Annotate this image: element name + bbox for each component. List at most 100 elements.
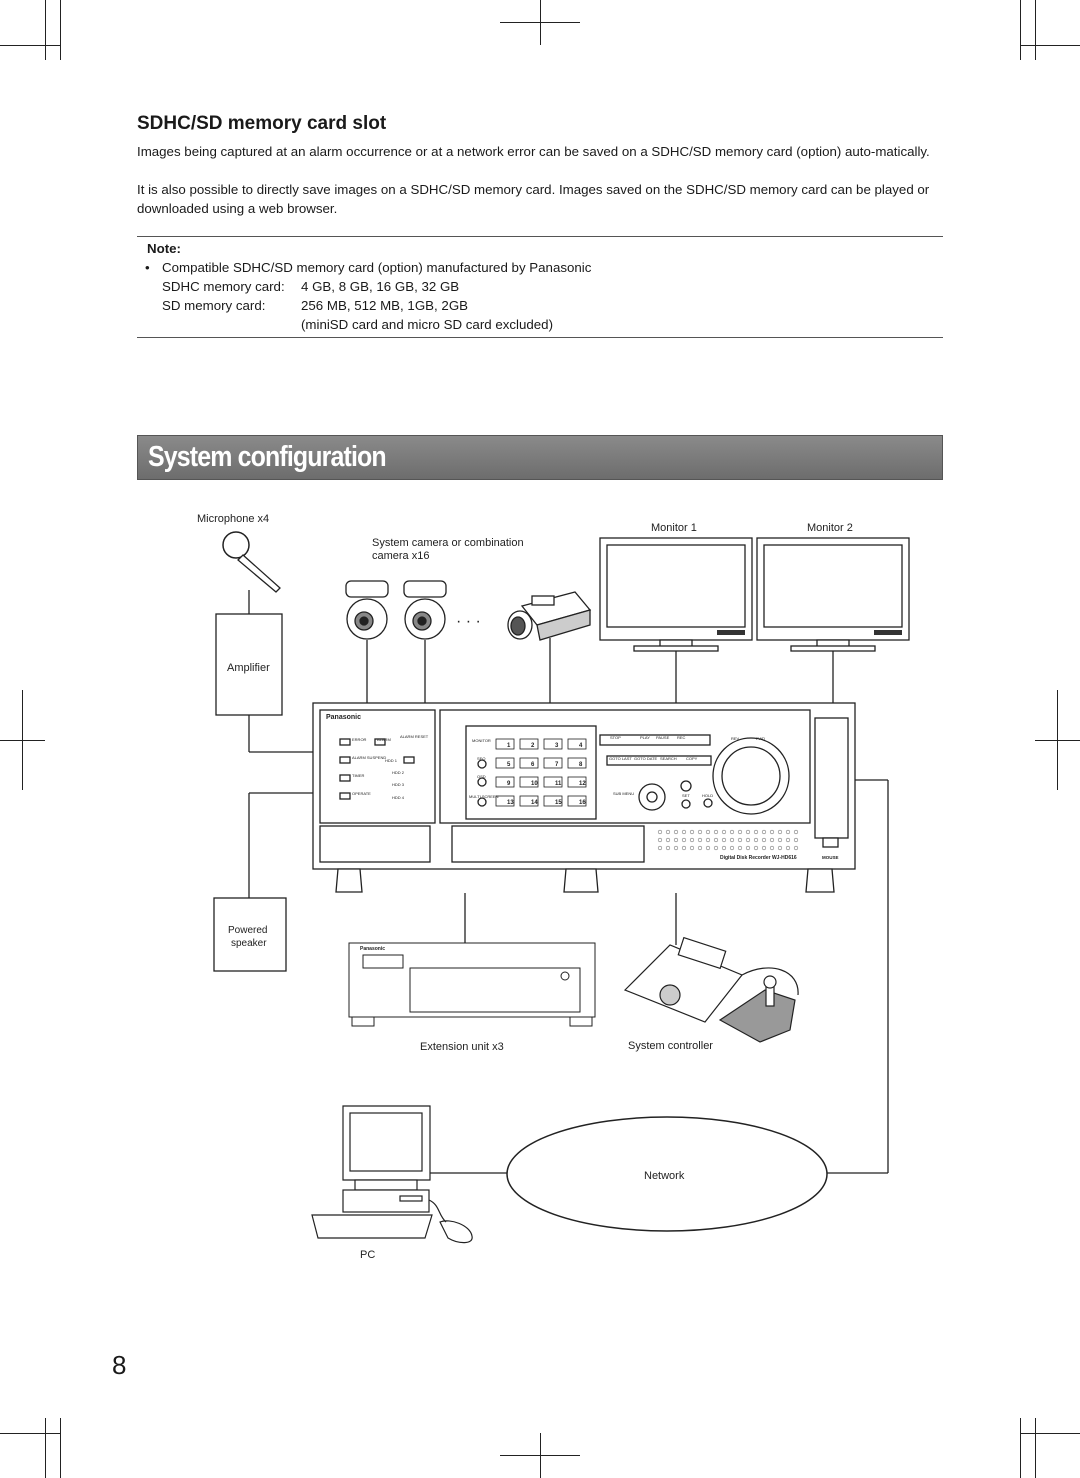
camera-key-label: 7 bbox=[555, 762, 559, 768]
section-title: SDHC/SD memory card slot bbox=[137, 113, 387, 134]
pc-label: PC bbox=[360, 1249, 375, 1261]
crop-mark bbox=[1020, 0, 1021, 60]
alarm-suspend-label: ALARM SUSPEND bbox=[352, 755, 386, 760]
multi-screen-label: MULTI SCREEN bbox=[469, 794, 499, 799]
camera-key-label: 12 bbox=[579, 781, 586, 787]
network-label: Network bbox=[644, 1170, 685, 1182]
camera-key-label: 14 bbox=[531, 800, 538, 806]
goto-date-label: GOTO DATE bbox=[634, 756, 658, 761]
dome-camera-icon bbox=[345, 580, 389, 640]
camera-key-label: 13 bbox=[507, 800, 514, 806]
excluded-note: (miniSD card and micro SD card excluded) bbox=[301, 317, 553, 332]
crop-mark bbox=[45, 1418, 46, 1478]
crop-mark bbox=[0, 1433, 60, 1434]
sdhc-label: SDHC memory card: bbox=[162, 279, 285, 294]
stop-button-label: STOP bbox=[610, 735, 621, 740]
camera-key bbox=[543, 757, 563, 769]
goto-last-label: GOTO LAST bbox=[609, 756, 632, 761]
camera-key-label: 4 bbox=[579, 743, 583, 749]
crop-mark bbox=[1020, 1433, 1080, 1434]
sd-label: SD memory card: bbox=[162, 298, 266, 313]
hdd3-label: HDD 3 bbox=[392, 782, 405, 787]
extension-unit-device bbox=[348, 942, 596, 1027]
camera-key bbox=[543, 795, 563, 807]
camera-key bbox=[495, 795, 515, 807]
seq-label: SEQ bbox=[477, 756, 485, 761]
microphone-icon bbox=[222, 531, 281, 593]
camera-key bbox=[543, 738, 563, 750]
camera-key bbox=[519, 738, 539, 750]
alarm-reset-label: ALARM RESET bbox=[400, 734, 429, 739]
recorder-brand: Panasonic bbox=[326, 714, 361, 721]
camera-key-label: 8 bbox=[579, 762, 583, 768]
crop-mark bbox=[1020, 45, 1080, 46]
crop-mark bbox=[500, 22, 580, 23]
hdd4-label: HDD 4 bbox=[392, 795, 405, 800]
camera-key bbox=[543, 776, 563, 788]
mouse-port-label: MOUSE bbox=[822, 855, 839, 860]
banner-title: System configuration bbox=[148, 441, 387, 473]
search-button-label: SEARCH bbox=[660, 756, 677, 761]
camera-key-label: 6 bbox=[531, 762, 535, 768]
timer-label: TIMER bbox=[352, 773, 365, 778]
camera-key-label: 1 bbox=[507, 743, 511, 749]
hold-button-label: HOLD bbox=[702, 793, 713, 798]
recorder-button-labels: STOP PLAY PAUSE REC GOTO LAST GOTO DATE … bbox=[352, 734, 765, 800]
hdd1-label: HDD 1 bbox=[385, 758, 398, 763]
network-cloud bbox=[506, 1116, 828, 1232]
amplifier-label: Amplifier bbox=[227, 662, 270, 674]
hdd2-label: HDD 2 bbox=[392, 770, 405, 775]
osd-label: OSD bbox=[477, 774, 486, 779]
crop-mark bbox=[1035, 1418, 1036, 1478]
recorder-vent bbox=[657, 829, 799, 851]
more-cameras-dots: · · · bbox=[456, 613, 481, 630]
crop-mark bbox=[60, 0, 61, 60]
camera-key bbox=[495, 738, 515, 750]
camera-key-label: 5 bbox=[507, 762, 511, 768]
amplifier-box bbox=[215, 613, 283, 716]
microphone-label: Microphone x4 bbox=[197, 513, 269, 525]
camera-label-line2: camera x16 bbox=[372, 550, 429, 562]
monitor2-label: Monitor 2 bbox=[807, 522, 853, 534]
camera-key bbox=[567, 757, 587, 769]
copy-button-label: COPY bbox=[686, 756, 698, 761]
crop-mark bbox=[1035, 0, 1036, 60]
extension-brand: Panasonic bbox=[360, 946, 385, 952]
sd-value: 256 MB, 512 MB, 1GB, 2GB bbox=[301, 298, 469, 313]
dome-camera-icon bbox=[403, 580, 447, 640]
pc-icon bbox=[311, 1105, 473, 1244]
box-camera-icon bbox=[507, 591, 592, 641]
crop-mark bbox=[0, 45, 60, 46]
page-number: 8 bbox=[112, 1350, 127, 1380]
monitor1-label: Monitor 1 bbox=[651, 522, 697, 534]
camera-key bbox=[519, 757, 539, 769]
camera-key bbox=[567, 738, 587, 750]
extension-label: Extension unit x3 bbox=[420, 1041, 504, 1053]
camera-key-label: 2 bbox=[531, 743, 535, 749]
camera-key bbox=[567, 795, 587, 807]
crop-mark bbox=[60, 1418, 61, 1478]
note-bullet: • bbox=[145, 260, 150, 275]
camera-key-label: 16 bbox=[579, 800, 586, 806]
fwd-label: FWD bbox=[756, 736, 765, 741]
monitor-icon bbox=[756, 537, 910, 652]
camera-key bbox=[519, 795, 539, 807]
camera-key bbox=[519, 776, 539, 788]
sub-menu-label: SUB MENU bbox=[613, 791, 634, 796]
intro-paragraph: Images being captured at an alarm occurr… bbox=[137, 144, 930, 159]
detail-paragraph: It is also possible to directly save ima… bbox=[137, 182, 930, 216]
recorder-model: Digital Disk Recorder WJ-HD616 bbox=[720, 855, 797, 861]
camera-key bbox=[567, 776, 587, 788]
speaker-box bbox=[213, 897, 287, 972]
rev-label: REV bbox=[731, 736, 740, 741]
speaker-label-line2: speaker bbox=[231, 938, 267, 949]
camera-key-label: 15 bbox=[555, 800, 562, 806]
camera-key-label: 3 bbox=[555, 743, 559, 749]
camera-key bbox=[495, 776, 515, 788]
monitor-icon bbox=[599, 537, 753, 652]
crop-mark bbox=[0, 740, 45, 741]
section-banner: System configuration bbox=[137, 435, 943, 480]
camera-key-label: 9 bbox=[507, 781, 511, 787]
rec-button-label: REC bbox=[677, 735, 686, 740]
